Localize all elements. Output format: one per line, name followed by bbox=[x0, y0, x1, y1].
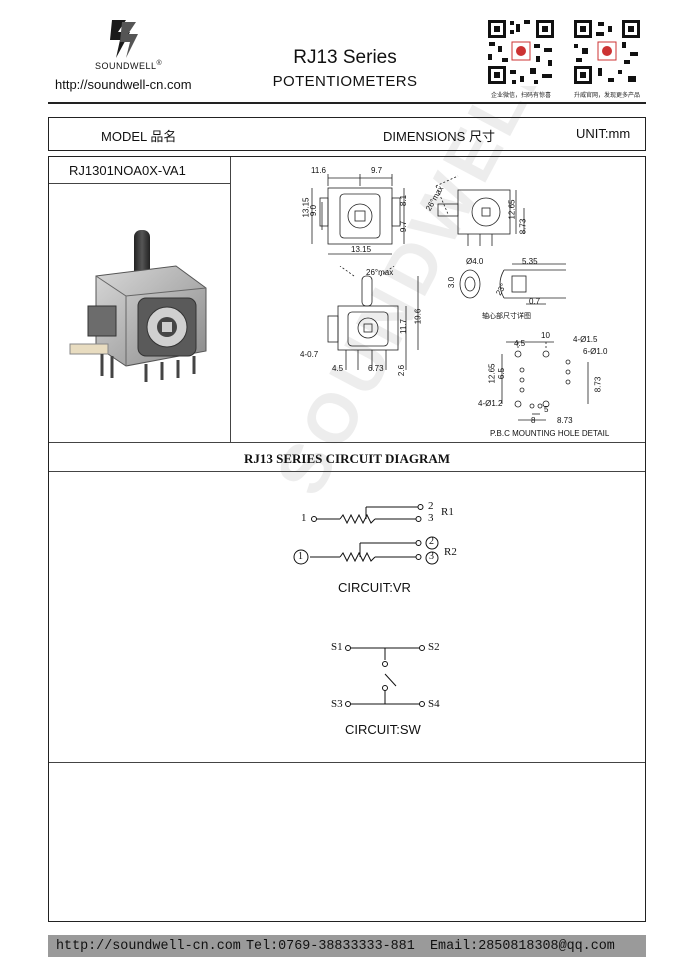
dim-label: 8.1 bbox=[399, 194, 409, 207]
dimensions-label: DIMENSIONS 尺寸 bbox=[383, 129, 495, 144]
qr-code-website-icon bbox=[572, 18, 642, 86]
dim-label: 4.5 bbox=[332, 364, 344, 373]
side-view-drawing bbox=[435, 175, 525, 246]
top-view-drawing bbox=[311, 174, 405, 255]
dim-label: 13.15 bbox=[351, 245, 372, 254]
dim-label: 6.5 bbox=[497, 367, 507, 380]
header-rule bbox=[48, 102, 646, 104]
dim-label: 8.73 bbox=[593, 376, 603, 393]
dim-label: 0.7 bbox=[529, 297, 541, 306]
dim-label: 12.65 bbox=[507, 199, 517, 220]
dim-label: 6.73 bbox=[368, 364, 384, 373]
dim-label: 26°max bbox=[366, 268, 394, 277]
shaft-note: 轴心部尺寸详图 bbox=[482, 312, 531, 320]
resistor-r1-label: R1 bbox=[441, 506, 454, 518]
model-dimension-header-row bbox=[48, 117, 646, 151]
dim-label: 3.0 bbox=[447, 276, 457, 289]
dim-label: 4-Ø1.2 bbox=[478, 399, 503, 408]
soundwell-logo bbox=[110, 20, 138, 58]
model-number: RJ1301NOA0X-VA1 bbox=[69, 163, 186, 178]
dim-label: 19.6 bbox=[413, 308, 423, 325]
switch-s2-label: S2 bbox=[428, 641, 440, 653]
vr-pin-3-circled: 3 bbox=[429, 551, 434, 562]
footer-bar: http://soundwell-cn.com Tel:0769-3883333… bbox=[48, 935, 646, 957]
row-divider-2 bbox=[49, 471, 645, 472]
dim-label: 12.65 bbox=[487, 363, 497, 384]
unit-label: UNIT:mm bbox=[576, 126, 631, 141]
vr-pin-3: 3 bbox=[428, 512, 434, 524]
footer-telephone: Tel:0769-38833333-881 bbox=[246, 939, 415, 954]
footer-website[interactable]: http://soundwell-cn.com bbox=[56, 939, 241, 954]
dim-label: Ø4.0 bbox=[466, 257, 484, 266]
column-divider bbox=[230, 157, 231, 442]
dim-label: 8.73 bbox=[557, 416, 573, 425]
sw-circuit-caption: CIRCUIT:SW bbox=[345, 722, 421, 737]
vr-pin-1-circled: 1 bbox=[298, 551, 303, 562]
row-divider-1 bbox=[49, 442, 645, 443]
header-website[interactable]: http://soundwell-cn.com bbox=[55, 77, 192, 92]
model-cell-divider bbox=[49, 183, 230, 184]
pcb-hole-drawing bbox=[501, 341, 589, 421]
vr-pin-2: 2 bbox=[428, 500, 434, 512]
dim-label: 8.73 bbox=[518, 218, 528, 235]
brand-name: SOUNDWELL® bbox=[95, 60, 163, 71]
dim-label: 6-Ø1.0 bbox=[583, 347, 608, 356]
switch-s1-label: S1 bbox=[331, 641, 343, 653]
front-view-drawing bbox=[327, 266, 419, 370]
qr-left-caption: 企业微信，扫码有惊喜 bbox=[490, 93, 551, 99]
shaft-detail-drawing bbox=[459, 263, 566, 305]
resistor-r2-label: R2 bbox=[444, 546, 457, 558]
switch-s3-label: S3 bbox=[331, 698, 343, 710]
dim-label: 9.7 bbox=[371, 166, 383, 175]
dim-label: 11.6 bbox=[311, 166, 326, 175]
sw-circuit-diagram bbox=[345, 645, 425, 707]
vr-circuit-diagram bbox=[293, 504, 439, 565]
pcb-caption: P.B.C MOUNTING HOLE DETAIL bbox=[490, 429, 610, 438]
dim-label: 4.5 bbox=[514, 339, 526, 348]
model-label: MODEL 品名 bbox=[101, 129, 177, 144]
vr-circuit-caption: CIRCUIT:VR bbox=[338, 580, 411, 595]
vr-pin-1: 1 bbox=[301, 512, 307, 524]
dim-label: 4-Ø1.5 bbox=[573, 335, 598, 344]
dim-label: 10 bbox=[541, 331, 550, 340]
page-title: RJ13 Series bbox=[293, 47, 397, 68]
product-photo bbox=[69, 230, 207, 382]
page-subtitle: POTENTIOMETERS bbox=[272, 73, 418, 90]
dim-label: 2.6 bbox=[397, 364, 407, 377]
qr-code-wechat-icon bbox=[486, 18, 556, 86]
dim-label: 11.7 bbox=[398, 319, 408, 334]
dim-label: 9.0 bbox=[309, 204, 319, 217]
switch-s4-label: S4 bbox=[428, 698, 440, 710]
dim-label: 8 bbox=[531, 416, 536, 425]
spec-table bbox=[48, 156, 646, 922]
dim-label: 4-0.7 bbox=[300, 350, 319, 359]
vr-pin-2-circled: 2 bbox=[429, 536, 434, 547]
footer-email[interactable]: Email:2850818308@qq.com bbox=[430, 939, 615, 954]
row-divider-3 bbox=[49, 762, 645, 763]
dim-label: 5.35 bbox=[522, 257, 538, 266]
qr-right-caption: 升威官网，发现更多产品 bbox=[573, 93, 640, 99]
circuit-section-title: RJ13 SERIES CIRCUIT DIAGRAM bbox=[244, 451, 450, 466]
dim-label: 9.7 bbox=[399, 220, 409, 233]
dim-label: 5 bbox=[544, 405, 549, 414]
